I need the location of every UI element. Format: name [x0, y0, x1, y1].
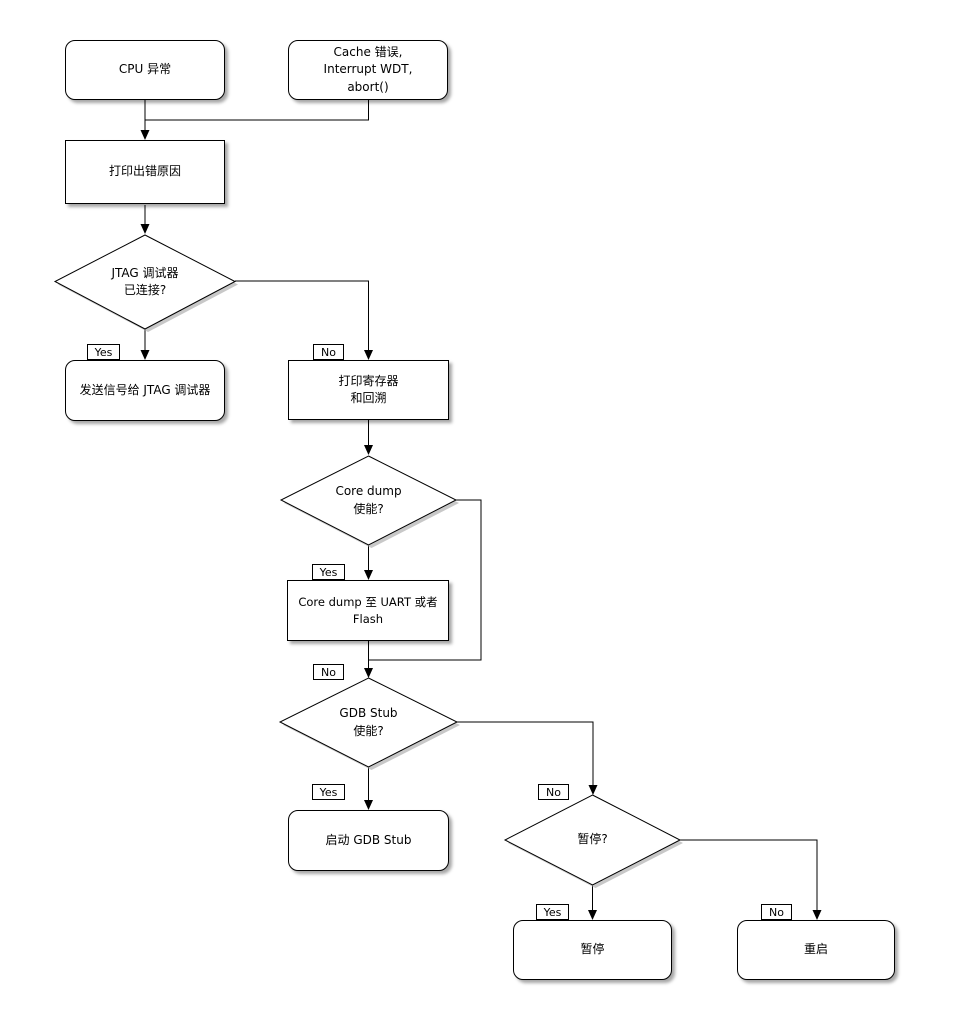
- edge-label-jtag-yes: Yes: [87, 344, 120, 360]
- edge-label-gdb-no-text: No: [546, 785, 561, 799]
- node-start-gdbstub-label: 启动 GDB Stub: [325, 832, 412, 847]
- node-cache-error: Cache 错误, Interrupt WDT, abort(): [288, 40, 448, 100]
- connector-halt-no: [680, 839, 818, 915]
- node-cpu-exception-label: CPU 异常: [118, 62, 172, 77]
- edge-label-halt-no: No: [761, 904, 792, 920]
- connector-jtag-no: [235, 280, 369, 355]
- arrowhead-into-halt-box: [588, 910, 597, 920]
- coredump-diamond-shape: [279, 455, 458, 546]
- edge-label-jtag-no-text: No: [321, 345, 336, 359]
- arrowhead-into-print-registers: [364, 350, 373, 360]
- node-print-registers: 打印寄存器 和回溯: [288, 360, 449, 420]
- node-print-reason: 打印出错原因: [65, 140, 225, 204]
- node-print-reason-label: 打印出错原因: [108, 164, 181, 179]
- node-halt: 暂停: [513, 920, 672, 980]
- node-print-registers-line1: 打印寄存器: [338, 373, 399, 388]
- edge-label-halt-yes-text: Yes: [543, 905, 562, 919]
- arrowhead-into-coredump-dest: [364, 570, 373, 580]
- edge-label-jtag-yes-text: Yes: [94, 345, 113, 359]
- arrowhead-into-halt-diamond: [588, 785, 598, 795]
- edge-label-coredump-no: No: [313, 664, 344, 680]
- edge-label-gdb-no: No: [538, 784, 569, 800]
- node-cache-error-line3: abort(): [347, 79, 389, 94]
- halt-diamond-shape: [503, 794, 682, 886]
- arrowhead-into-reboot-box: [812, 910, 822, 920]
- edge-label-halt-no-text: No: [769, 905, 784, 919]
- node-reboot-label: 重启: [803, 942, 828, 957]
- node-send-signal: 发送信号给 JTAG 调试器: [65, 360, 225, 421]
- node-coredump-dest-label: Core dump 至 UART 或者 Flash: [298, 594, 438, 626]
- edge-label-halt-yes: Yes: [536, 904, 569, 920]
- edge-label-coredump-yes: Yes: [312, 564, 345, 580]
- arrowheads: [140, 130, 822, 920]
- edge-label-coredump-yes-text: Yes: [319, 565, 338, 579]
- node-cpu-exception: CPU 异常: [65, 40, 225, 100]
- node-coredump-dest: Core dump 至 UART 或者 Flash: [287, 580, 449, 641]
- node-start-gdbstub: 启动 GDB Stub: [288, 810, 449, 871]
- connector-coredump-no-bypass: [368, 499, 482, 673]
- gdb-diamond-shape: [278, 677, 459, 768]
- connector-start-merge: [144, 100, 369, 136]
- arrowhead-into-start-gdbstub: [364, 800, 373, 810]
- decision-diamonds: [53, 234, 682, 886]
- connectors: [144, 100, 818, 915]
- edge-label-coredump-no-text: No: [321, 665, 336, 679]
- connector-gdb-no: [457, 721, 594, 790]
- edge-label-jtag-no: No: [313, 344, 344, 360]
- jtag-diamond-shape: [53, 234, 237, 330]
- node-send-signal-label: 发送信号给 JTAG 调试器: [79, 382, 211, 397]
- arrowhead-into-coredump-diamond: [364, 445, 373, 455]
- edge-label-gdb-yes: Yes: [312, 784, 345, 800]
- edge-label-gdb-yes-text: Yes: [319, 785, 338, 799]
- node-reboot: 重启: [737, 920, 895, 980]
- diamond-shadows: [58, 238, 683, 888]
- arrowhead-into-send-signal: [140, 350, 150, 360]
- arrowhead-into-print-reason: [140, 130, 150, 140]
- node-print-registers-line2: 和回溯: [350, 391, 387, 405]
- arrowhead-into-jtag-diamond: [140, 224, 150, 234]
- node-halt-label: 暂停: [580, 942, 605, 957]
- node-cache-error-line2: Interrupt WDT,: [323, 62, 413, 77]
- arrowhead-into-gdb-diamond: [364, 668, 373, 678]
- node-cache-error-line1: Cache 错误,: [333, 44, 403, 59]
